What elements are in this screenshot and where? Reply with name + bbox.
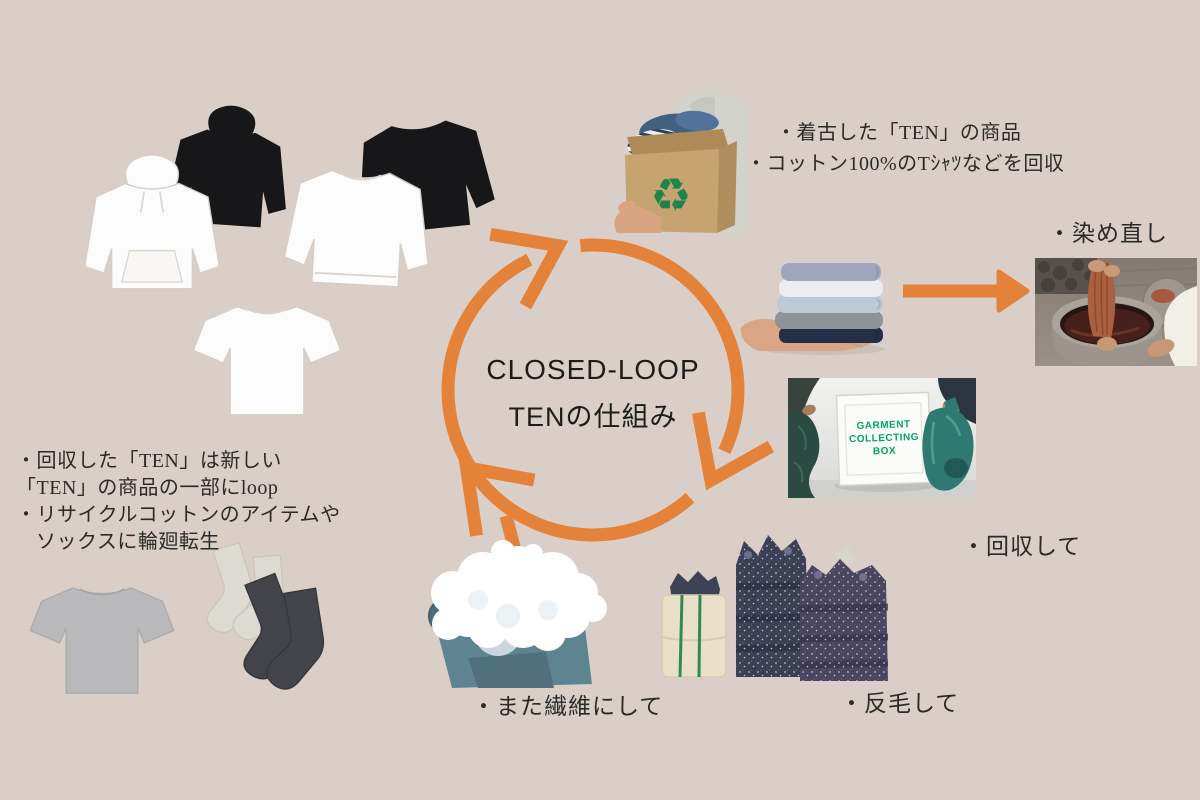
loop-line3: ・リサイクルコットンのアイテムや xyxy=(16,504,341,526)
cotton-fiber-image xyxy=(428,540,607,688)
cycle-title-ja: TENの仕組み xyxy=(508,402,678,432)
cotton-fluff xyxy=(431,540,607,656)
worn-items-line1: ・着古した「TEN」の商品 xyxy=(776,122,1022,144)
worn-items-line2: ・コットン100%のTｼｬﾂなどを回収 xyxy=(746,153,1065,175)
refiber-label: ・また繊維にして xyxy=(472,694,664,719)
recycle-icon: ♻ xyxy=(650,168,691,222)
garment-box-sign: GARMENT COLLECTING BOX xyxy=(836,392,931,483)
donation-box-image: ♻ xyxy=(614,90,747,233)
white-sweatshirt xyxy=(283,169,429,288)
arrow-right-icon xyxy=(903,269,1030,313)
holding-hand xyxy=(614,200,661,233)
cycle-title-en: CLOSED-LOOP xyxy=(486,354,700,385)
cycle-arrows-icon xyxy=(441,227,774,568)
loop-line4: ソックスに輪廻転生 xyxy=(36,531,220,553)
dark-bale-left xyxy=(735,535,809,677)
wrapped-bale xyxy=(661,571,727,678)
sign-line3: BOX xyxy=(872,445,897,457)
collect-label: ・回収して xyxy=(962,534,1082,559)
clothes-stack xyxy=(775,263,883,343)
recycled-items-image xyxy=(29,541,325,694)
right-garment-bag xyxy=(922,378,976,491)
dark-bale-right xyxy=(799,547,889,681)
sign-line2: COLLECTING xyxy=(848,431,920,445)
cycle-title: CLOSED-LOOP TENの仕組み xyxy=(428,354,758,434)
folded-clothes-image xyxy=(740,263,885,355)
worn-items-note: ・着古した「TEN」の商品 ・コットン100%のTｼｬﾂなどを回収 xyxy=(746,118,1064,180)
redye-photo xyxy=(1035,258,1197,366)
dark-socks xyxy=(243,572,325,690)
fiber-bales-image xyxy=(661,535,889,681)
loop-note: ・回収した「TEN」は新しい 「TEN」の商品の一部にloop ・リサイクルコッ… xyxy=(16,448,341,556)
white-tshirt xyxy=(192,305,342,416)
loop-line2: 「TEN」の商品の一部にloop xyxy=(16,477,279,499)
ten-products-image xyxy=(84,105,495,416)
redye-label: ・染め直し xyxy=(1048,221,1168,246)
collecting-box-photo xyxy=(788,378,976,498)
gray-tshirt xyxy=(29,587,175,694)
left-trash-bag xyxy=(788,378,820,498)
white-collecting-box xyxy=(835,391,933,487)
loop-line1: ・回収した「TEN」は新しい xyxy=(16,450,282,472)
white-hoodie xyxy=(84,154,220,290)
shred-label: ・反毛して xyxy=(840,691,960,716)
